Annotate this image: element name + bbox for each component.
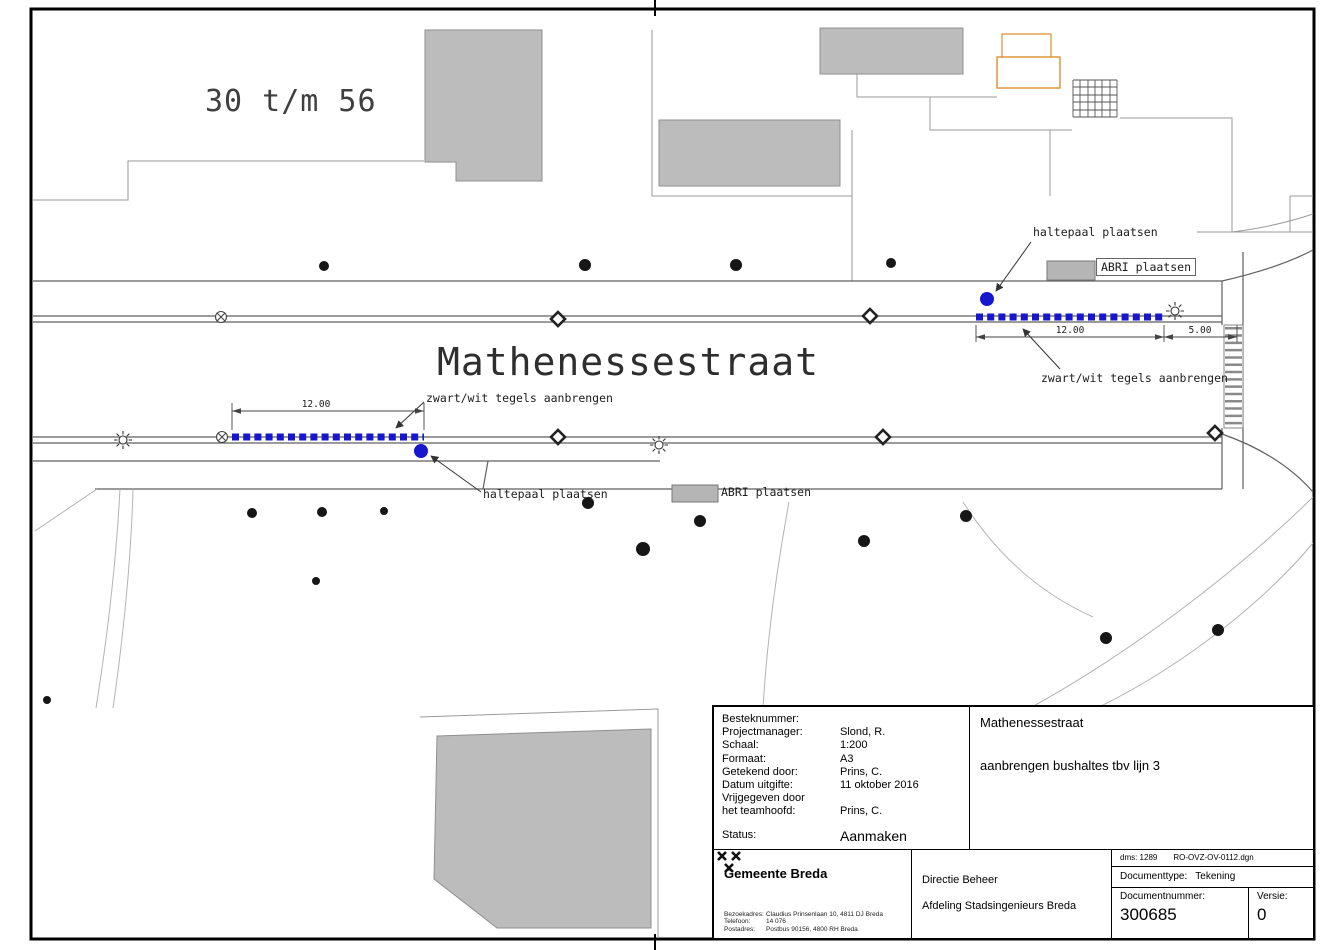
- house-numbers-label: 30 t/m 56: [205, 84, 377, 119]
- organization-address: Bezoekadres:Claudius Prinsenlaan 10, 481…: [724, 910, 883, 933]
- gemeente-breda-logo-icon: [717, 851, 741, 873]
- field-getekend-door: Getekend door: Prins, C.: [722, 765, 883, 778]
- tegels-annotation-bottom: zwart/wit tegels aanbrengen: [426, 391, 613, 405]
- project-title-cell: Mathenessestraat aanbrengen bushaltes tb…: [970, 707, 1313, 849]
- haltepaal-annotation-bottom: haltepaal plaatsen: [483, 487, 608, 501]
- bus-stop-pole-bottom: [414, 444, 428, 458]
- sheet-border: [29, 0, 1316, 950]
- grid-hatch: [1072, 79, 1118, 118]
- field-vrijgegeven-door: Vrijgegeven door: [722, 792, 805, 805]
- versie-cell: Versie: 0: [1249, 888, 1313, 938]
- field-status: Status: Aanmaken: [722, 827, 907, 844]
- streetlight-markers: [114, 302, 1184, 454]
- title-block-fields: Besteknummer: Projectmanager: Slond, R. …: [714, 707, 970, 849]
- field-datum-uitgifte: Datum uitgifte: 11 oktober 2016: [722, 779, 919, 792]
- zebra-crossing: [1223, 324, 1244, 429]
- title-block-top: Besteknummer: Projectmanager: Slond, R. …: [714, 707, 1313, 850]
- tree-markers: [43, 258, 1224, 704]
- street-name-label: Mathenessestraat: [437, 340, 820, 384]
- field-besteknummer: Besteknummer:: [722, 713, 800, 725]
- organization-cell: Gemeente Breda Bezoekadres:Claudius Prin…: [714, 850, 912, 938]
- annotation-leaders: [395, 241, 1061, 493]
- documentnummer-label: Documentnummer:: [1120, 891, 1206, 902]
- dms-row: dms: 1289 RO-OVZ-OV-0112.dgn: [1112, 850, 1313, 867]
- field-projectmanager: Projectmanager: Slond, R.: [722, 726, 886, 739]
- dimension-label-12-bottom: 12.00: [301, 399, 331, 410]
- documenttype-label: Documenttype:: [1120, 871, 1188, 882]
- project-title: Mathenessestraat: [980, 715, 1084, 730]
- valve-markers: [214, 310, 229, 444]
- documenttype-row: Documenttype: Tekening: [1112, 867, 1313, 888]
- abri-shelter-top: [1046, 260, 1096, 281]
- tegels-annotation-top: zwart/wit tegels aanbrengen: [1041, 371, 1228, 385]
- field-formaat: Formaat: A3: [722, 752, 854, 765]
- parcel-outlines-top: [33, 30, 1314, 281]
- abri-annotation-bottom: ABRI plaatsen: [721, 485, 812, 499]
- versie-value: 0: [1257, 905, 1267, 924]
- documenttype-value: Tekening: [1195, 871, 1236, 882]
- haltepaal-annotation-top: haltepaal plaatsen: [1033, 225, 1158, 239]
- dimension-bottom: [231, 403, 425, 430]
- dms-ref: dms: 1289: [1120, 853, 1158, 862]
- manhole-diamond-markers: [549, 307, 1224, 446]
- title-block: Besteknummer: Projectmanager: Slond, R. …: [712, 705, 1315, 940]
- abri-annotation-top: ABRI plaatsen: [1096, 258, 1197, 276]
- dimension-label-5-top: 5.00: [1188, 325, 1212, 336]
- versie-label: Versie:: [1257, 891, 1288, 902]
- department-line2: Afdeling Stadsingenieurs Breda: [922, 900, 1077, 912]
- document-cell: dms: 1289 RO-OVZ-OV-0112.dgn Documenttyp…: [1112, 850, 1313, 938]
- abri-shelter-bottom: [671, 484, 719, 503]
- project-subtitle: aanbrengen bushaltes tbv lijn 3: [980, 758, 1160, 773]
- file-ref: RO-OVZ-OV-0112.dgn: [1173, 853, 1254, 862]
- road-lines: [33, 249, 1314, 493]
- buildings: [424, 27, 964, 929]
- title-block-bottom: Gemeente Breda Bezoekadres:Claudius Prin…: [714, 850, 1313, 938]
- documentnummer-value: 300685: [1120, 905, 1177, 924]
- documentnummer-cell: Documentnummer: 300685: [1112, 888, 1249, 938]
- field-teamhoofd: het teamhoofd: Prins, C.: [722, 805, 883, 818]
- department-cell: Directie Beheer Afdeling Stadsingenieurs…: [912, 850, 1112, 938]
- organization-name: Gemeente Breda: [724, 866, 828, 881]
- dimension-top: [975, 325, 1238, 342]
- orange-structures: [996, 33, 1061, 89]
- department-line1: Directie Beheer: [922, 874, 998, 886]
- bus-stop-pole-top: [980, 292, 994, 306]
- field-schaal: Schaal: 1:200: [722, 739, 868, 752]
- dimension-label-12-top: 12.00: [1055, 325, 1085, 336]
